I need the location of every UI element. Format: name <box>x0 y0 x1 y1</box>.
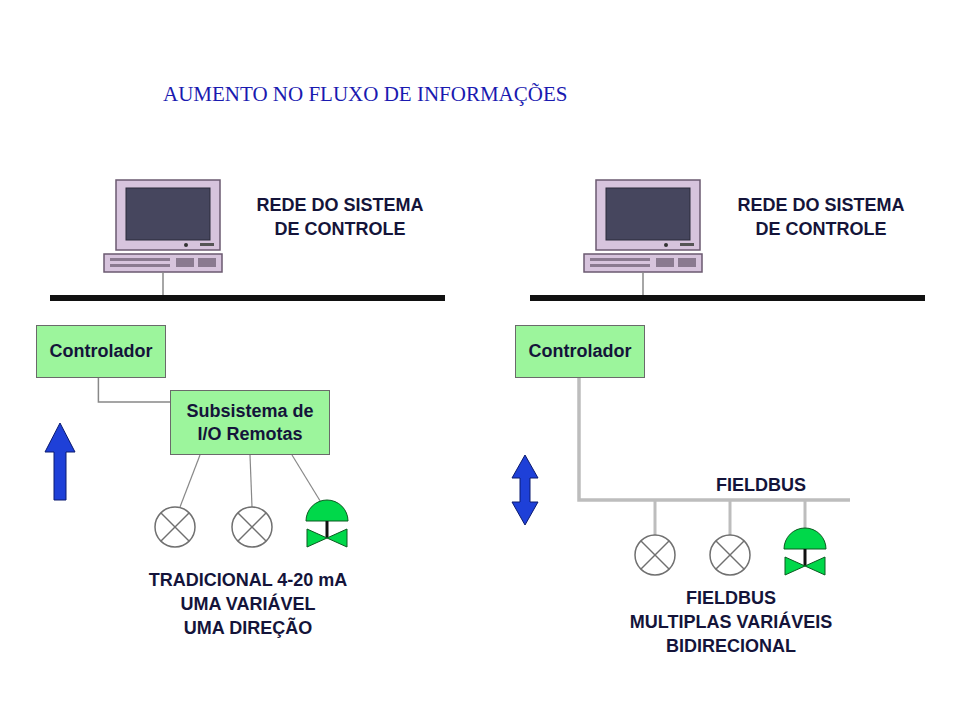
fieldbus-line <box>579 378 850 500</box>
computer-icon <box>104 180 222 272</box>
up-arrow <box>45 423 75 500</box>
network-bar <box>530 295 925 301</box>
connector <box>98 378 170 402</box>
field-instrument <box>710 535 750 575</box>
caption-text: FIELDBUS <box>716 474 806 496</box>
network-bar <box>50 295 445 301</box>
box-label: Controlador <box>50 340 153 363</box>
caption-text: DE CONTROLE <box>755 218 886 240</box>
caption-text: BIDIRECIONAL <box>666 635 796 657</box>
caption-text: DE CONTROLE <box>274 218 405 240</box>
control-valve <box>784 528 826 575</box>
process-box: Controlador <box>36 325 166 378</box>
box-label: Controlador <box>529 340 632 363</box>
box-label: Subsistema de I/O Remotas <box>179 400 321 446</box>
caption-text: FIELDBUS <box>686 587 776 609</box>
field-instrument <box>232 507 272 547</box>
page-title: AUMENTO NO FLUXO DE INFORMAÇÕES <box>163 82 567 107</box>
caption-text: REDE DO SISTEMA <box>737 194 904 216</box>
field-instrument <box>635 535 675 575</box>
process-box: Subsistema de I/O Remotas <box>170 390 330 455</box>
caption-text: MULTIPLAS VARIÁVEIS <box>630 611 832 633</box>
computer-icon <box>584 180 702 272</box>
control-valve <box>306 500 348 547</box>
caption-text: UMA VARIÁVEL <box>181 593 316 615</box>
process-box: Controlador <box>515 325 645 378</box>
caption-text: REDE DO SISTEMA <box>256 194 423 216</box>
double-arrow <box>512 455 538 525</box>
field-instrument <box>155 507 195 547</box>
caption-text: TRADICIONAL 4-20 mA <box>149 569 348 591</box>
caption-text: UMA DIREÇÃO <box>184 617 312 639</box>
